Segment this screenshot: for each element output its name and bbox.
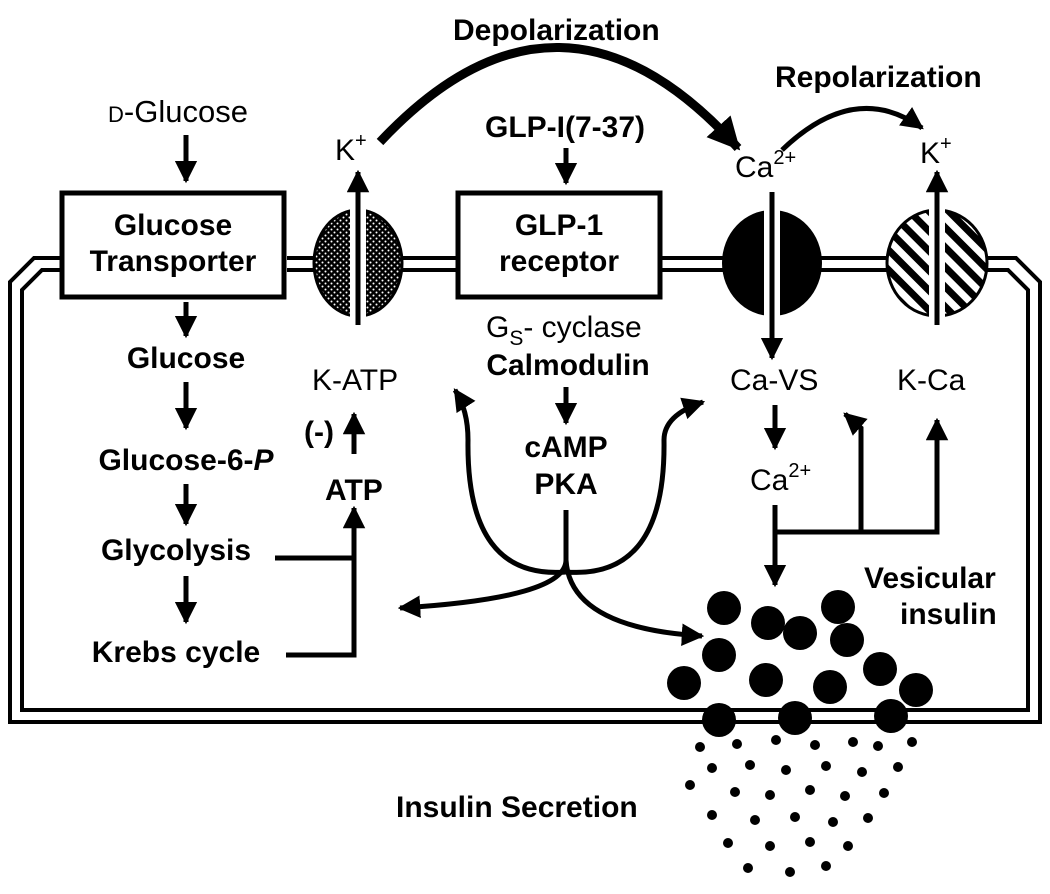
ca-to-k-ca-arrow [775, 417, 949, 535]
receptor-label-line1: GLP-1 [515, 209, 603, 242]
pka-label: PKA [534, 468, 597, 501]
glp-peptide-label: GLP-I(7-37) [485, 111, 645, 144]
gs-cyclase-label: GS- cyclase [486, 311, 642, 350]
k-atp-label: K-ATP [312, 364, 398, 397]
transporter-label-line2: Transporter [90, 245, 257, 278]
glp1-receptor-box: GLP-1 receptor [455, 190, 663, 300]
insulin-secretion-label: Insulin Secretion [396, 791, 638, 824]
k-ion-left: K+ [335, 130, 367, 167]
pka-to-vesicles-arrow [563, 559, 705, 646]
vesicular-insulin-label-line1: Vesicular [864, 562, 996, 595]
g6p-label: Glucose-6-P [98, 444, 274, 477]
transporter-label-line1: Glucose [114, 209, 232, 242]
ca-ion-intracellular: Ca2+ [750, 460, 811, 497]
inhibition-label: (-) [304, 416, 334, 449]
depolarization-arrow [376, 43, 742, 152]
secreted-insulin-dots [685, 735, 917, 877]
pka-to-ca-vs-arrow [565, 397, 706, 575]
ca-ion-top: Ca2+ [735, 147, 796, 184]
insulin-vesicles [667, 590, 933, 737]
calmodulin-label: Calmodulin [486, 349, 649, 382]
vesicular-insulin-label-line2: insulin [900, 598, 997, 631]
glucose-transporter-box: Glucose Transporter [59, 190, 287, 300]
camp-label: cAMP [524, 431, 607, 464]
repolarization-arrow [780, 106, 924, 152]
ca-vs-label: Ca-VS [730, 364, 818, 397]
krebs-label: Krebs cycle [92, 636, 260, 669]
glycolysis-label: Glycolysis [101, 534, 251, 567]
cell-membrane [8, 256, 1042, 724]
atp-label: ATP [325, 474, 383, 507]
pka-to-k-atp-arrow [452, 388, 567, 575]
depolarization-label: Depolarization [453, 14, 660, 47]
k-ion-right: K+ [920, 133, 952, 170]
atp-production-connector [275, 505, 366, 658]
repolarization-label: Repolarization [775, 61, 982, 94]
receptor-label-line2: receptor [499, 245, 619, 278]
d-glucose-label: D-Glucose [108, 94, 248, 129]
k-ca-label: K-Ca [897, 364, 966, 397]
glucose-label: Glucose [127, 342, 245, 375]
ca-to-ca-vs-feedback-arrow [843, 412, 868, 532]
